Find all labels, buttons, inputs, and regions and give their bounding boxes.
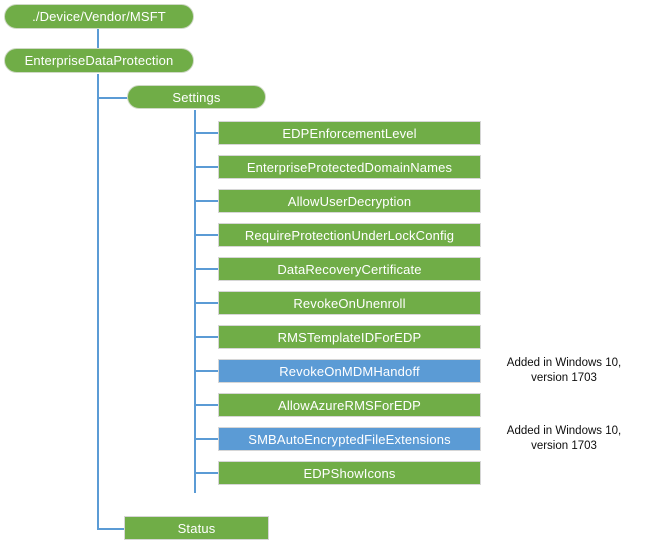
node-status-label: Status: [177, 520, 216, 536]
connector-root-to-edp: [97, 28, 99, 61]
connector-main-trunk: [97, 74, 99, 529]
leaf-annotation: Added in Windows 10, version 1703: [506, 425, 622, 452]
node-leaf-label: RevokeOnMDMHandoff: [279, 363, 420, 379]
node-leaf-label: DataRecoveryCertificate: [277, 261, 422, 277]
node-leaf[interactable]: RevokeOnMDMHandoff: [218, 359, 481, 383]
node-leaf-label: SMBAutoEncryptedFileExtensions: [248, 431, 451, 447]
connector-settings-to-leaf: [194, 370, 218, 372]
node-leaf[interactable]: AllowAzureRMSForEDP: [218, 393, 481, 417]
connector-settings-trunk: [194, 110, 196, 493]
node-leaf[interactable]: AllowUserDecryption: [218, 189, 481, 213]
leaf-annotation: Added in Windows 10, version 1703: [506, 357, 622, 384]
node-leaf[interactable]: RMSTemplateIDForEDP: [218, 325, 481, 349]
connector-settings-to-leaf: [194, 132, 218, 134]
node-edp-label: EnterpriseDataProtection: [24, 53, 174, 68]
node-enterprise-data-protection[interactable]: EnterpriseDataProtection: [4, 48, 194, 73]
node-leaf[interactable]: EDPShowIcons: [218, 461, 481, 485]
connector-settings-to-leaf: [194, 234, 218, 236]
connector-settings-to-leaf: [194, 472, 218, 474]
node-root[interactable]: ./Device/Vendor/MSFT: [4, 4, 194, 29]
node-leaf-label: EDPShowIcons: [303, 465, 396, 481]
node-leaf-label: AllowAzureRMSForEDP: [278, 397, 421, 413]
node-leaf-label: RMSTemplateIDForEDP: [277, 329, 422, 345]
node-leaf-label: AllowUserDecryption: [287, 193, 412, 209]
connector-settings-to-leaf: [194, 404, 218, 406]
node-leaf[interactable]: DataRecoveryCertificate: [218, 257, 481, 281]
node-leaf-label: EnterpriseProtectedDomainNames: [246, 159, 453, 175]
node-leaf-label: RequireProtectionUnderLockConfig: [244, 227, 455, 243]
node-leaf-label: RevokeOnUnenroll: [293, 295, 406, 311]
connector-settings-to-leaf: [194, 438, 218, 440]
connector-settings-to-leaf: [194, 166, 218, 168]
connector-settings-to-leaf: [194, 302, 218, 304]
node-root-label: ./Device/Vendor/MSFT: [32, 9, 166, 24]
connector-edp-to-status: [97, 528, 125, 530]
connector-edp-to-settings: [97, 97, 128, 99]
connector-settings-to-leaf: [194, 268, 218, 270]
connector-settings-to-leaf: [194, 336, 218, 338]
node-leaf[interactable]: EnterpriseProtectedDomainNames: [218, 155, 481, 179]
node-leaf[interactable]: RequireProtectionUnderLockConfig: [218, 223, 481, 247]
node-leaf-label: EDPEnforcementLevel: [282, 125, 417, 141]
connector-settings-to-leaf: [194, 200, 218, 202]
node-leaf[interactable]: SMBAutoEncryptedFileExtensions: [218, 427, 481, 451]
node-settings[interactable]: Settings: [127, 85, 266, 109]
node-leaf[interactable]: EDPEnforcementLevel: [218, 121, 481, 145]
node-status[interactable]: Status: [124, 516, 269, 540]
node-settings-label: Settings: [172, 89, 221, 105]
node-leaf[interactable]: RevokeOnUnenroll: [218, 291, 481, 315]
